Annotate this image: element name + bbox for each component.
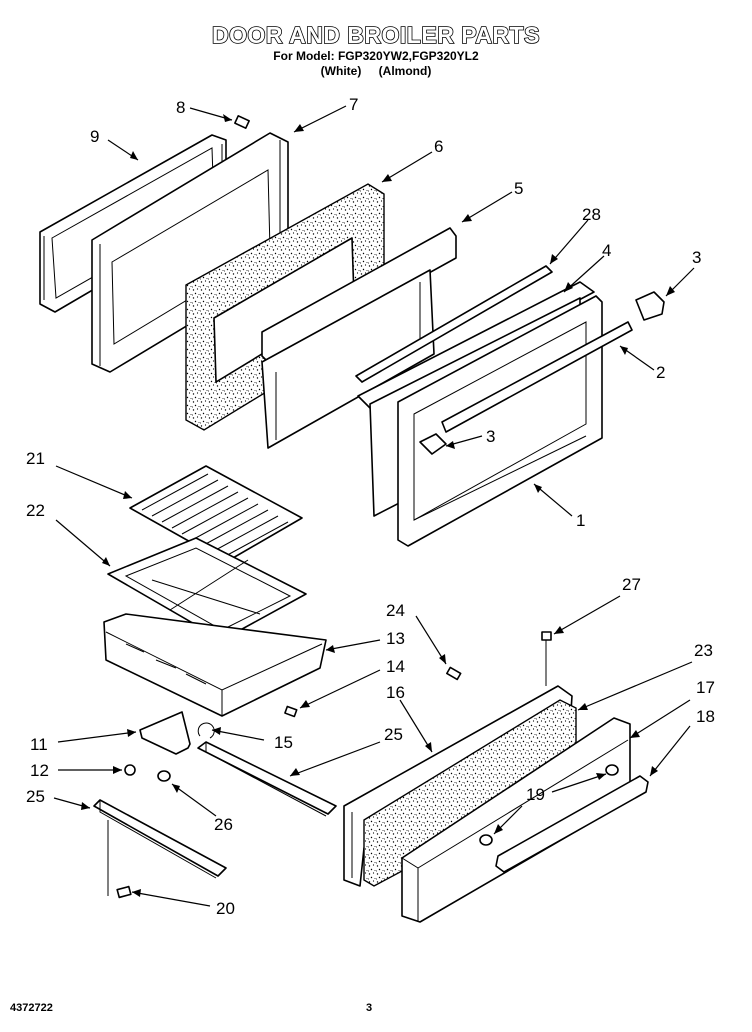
callout-6: 6 [434, 137, 443, 156]
outer-door-panel-part-1 [397, 295, 603, 547]
document-number: 4372722 [10, 1002, 53, 1014]
broiler-drawer-part-13 [103, 613, 327, 717]
callout-4: 4 [602, 241, 611, 260]
broiler-pan-part-22 [107, 537, 307, 641]
callout-15: 15 [274, 733, 293, 752]
screw-part-8 [234, 115, 250, 129]
callout-25-upper: 25 [384, 725, 403, 744]
callout-16: 16 [386, 683, 405, 702]
handle-end-cap-part-3 [419, 291, 665, 455]
slide-rail-part-25-lower [93, 799, 227, 896]
callout-12: 12 [30, 761, 49, 780]
callout-24: 24 [386, 601, 405, 620]
slide-rail-part-25-upper [197, 741, 337, 817]
callout-3-upper: 3 [692, 248, 701, 267]
callout-17: 17 [696, 678, 715, 697]
clip-part-15 [197, 722, 215, 739]
callout-26: 26 [214, 815, 233, 834]
door-insulation-part-6 [185, 183, 385, 431]
callout-18: 18 [696, 707, 715, 726]
broiler-handle-part-18 [495, 775, 649, 873]
page-number: 3 [366, 1002, 373, 1014]
door-handle-part-2 [441, 321, 633, 433]
callout-21: 21 [26, 449, 45, 468]
callout-28: 28 [582, 205, 601, 224]
screw-part-24 [446, 666, 462, 681]
screw-part-27 [541, 631, 552, 686]
callout-labels: 8 7 9 6 5 28 4 3 2 3 1 21 22 13 14 11 12… [26, 95, 715, 918]
callout-9: 9 [90, 127, 99, 146]
diagram-title: DOOR AND BROILER PARTS [211, 21, 540, 49]
callout-22: 22 [26, 501, 45, 520]
glass-retainer-part-28 [355, 265, 553, 383]
model-numbers: For Model: FGP320YW2,FGP320YL2 [273, 49, 479, 63]
bracket-part-11 [139, 711, 191, 755]
roller-part-26 [157, 770, 171, 782]
callout-7: 7 [349, 95, 358, 114]
callout-14: 14 [386, 657, 405, 676]
grommet-part-19 [479, 764, 619, 846]
inner-door-panel-part-5 [261, 227, 457, 449]
callout-25-lower: 25 [26, 787, 45, 806]
callout-11: 11 [30, 735, 48, 754]
callout-3-lower: 3 [486, 427, 495, 446]
callout-5: 5 [514, 179, 523, 198]
callout-8: 8 [176, 98, 185, 117]
callout-20: 20 [216, 899, 235, 918]
color-variants: (White) (Almond) [320, 64, 432, 78]
callout-27: 27 [622, 575, 641, 594]
screw-part-20 [116, 885, 132, 899]
screw-part-14 [284, 705, 298, 718]
callout-13: 13 [386, 629, 405, 648]
callout-19: 19 [526, 785, 545, 804]
callout-23: 23 [694, 641, 713, 660]
callout-1: 1 [576, 511, 585, 530]
callout-2: 2 [656, 363, 665, 382]
leader-lines [53, 105, 695, 907]
grommet-part-12 [124, 764, 136, 776]
